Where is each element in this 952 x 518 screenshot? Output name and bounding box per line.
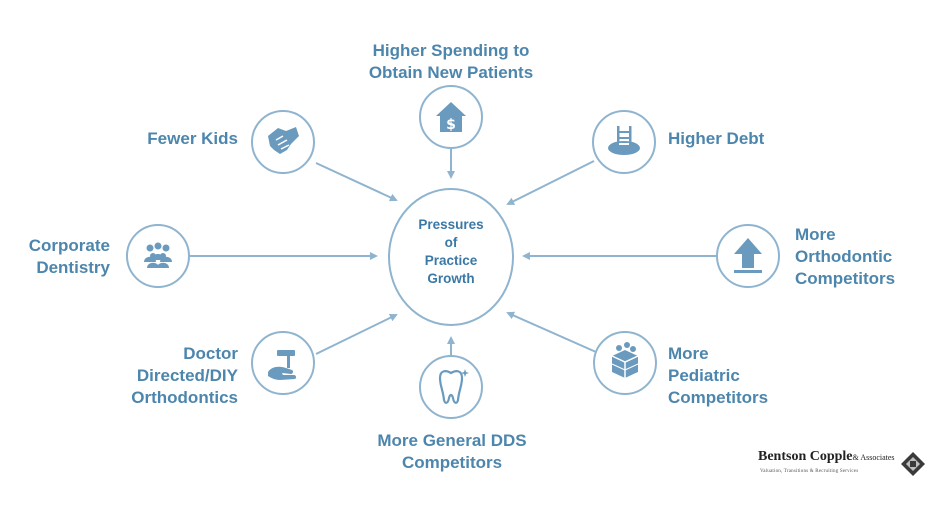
node-fewer-kids <box>251 110 315 174</box>
label-more-pediatric: More Pediatric Competitors <box>668 344 769 407</box>
arrow-fewer-kids <box>315 162 398 202</box>
handshake-icon <box>268 127 299 154</box>
label-higher-debt: Higher Debt <box>668 129 765 148</box>
label-corporate-dentistry: Corporate Dentistry <box>28 236 110 277</box>
company-logo: Bentson Copple& Associates Valuation, Tr… <box>744 447 934 483</box>
center-circle <box>388 188 514 326</box>
logo-suffix: & Associates <box>852 453 895 462</box>
label-fewer-kids: Fewer Kids <box>147 129 238 148</box>
svg-text:$: $ <box>446 117 456 133</box>
tooth-icon <box>438 369 469 404</box>
arrow-more-pediatric <box>506 311 597 353</box>
hand-hammer-icon <box>268 350 297 380</box>
label-more-general-dds: More General DDS Competitors <box>377 431 527 472</box>
ladder-hole-icon <box>608 126 640 155</box>
node-corporate-dentistry <box>126 224 190 288</box>
node-more-pediatric <box>593 331 657 395</box>
node-more-orthodontic <box>716 224 780 288</box>
logo-tagline: Valuation, Transitions & Recruiting Serv… <box>760 469 859 474</box>
arrow-higher-debt <box>506 160 595 205</box>
label-more-orthodontic: More Orthodontic Competitors <box>795 225 896 288</box>
label-higher-spending: Higher Spending to Obtain New Patients <box>368 41 534 82</box>
label-doctor-directed: Doctor Directed/DIY Orthodontics <box>131 344 238 407</box>
logo-name-text: Bentson Copple <box>758 449 853 464</box>
node-higher-spending: $ <box>419 85 483 149</box>
logo-name: Bentson Copple& Associates <box>758 449 895 465</box>
node-higher-debt <box>592 110 656 174</box>
people-group-icon <box>144 242 172 268</box>
house-dollar-icon: $ <box>436 102 466 133</box>
center-label: Pressures of Practice Growth <box>418 217 484 286</box>
node-doctor-directed <box>251 331 315 395</box>
logo-mark-icon <box>901 452 925 476</box>
arrow-doctor-directed <box>315 314 398 355</box>
arrow-up-icon <box>734 238 762 273</box>
node-more-general-dds <box>419 355 483 419</box>
building-blocks-icon <box>611 342 639 378</box>
